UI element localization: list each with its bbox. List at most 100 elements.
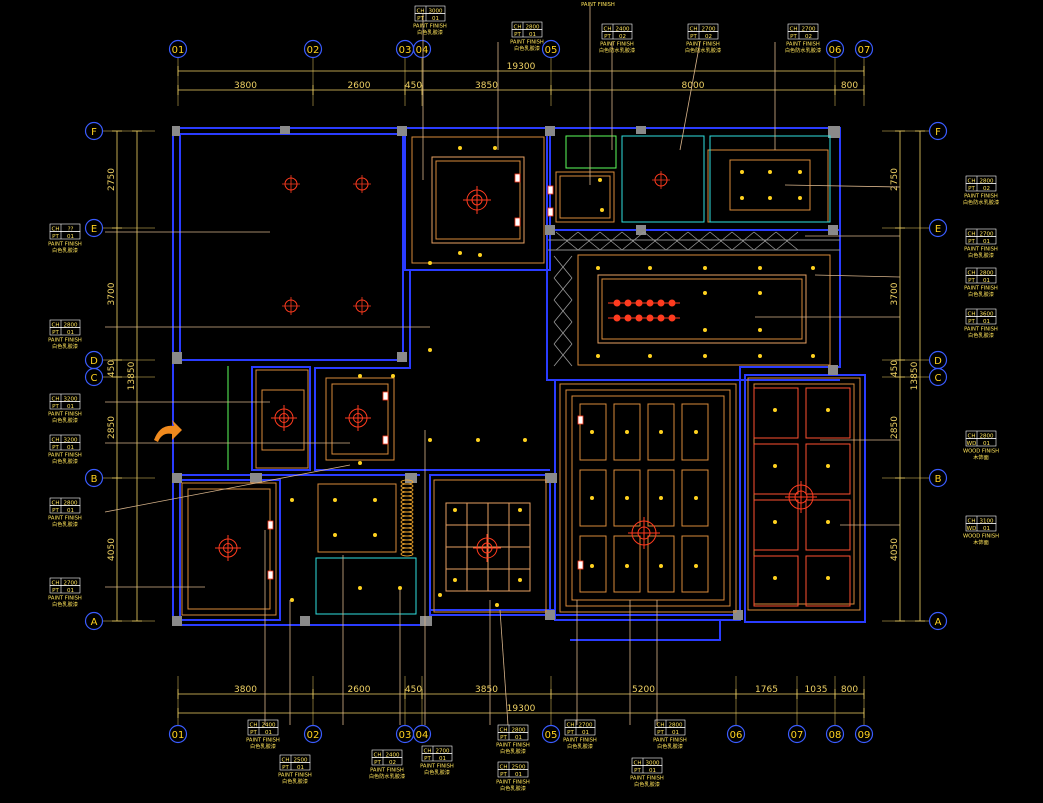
tag-top-2-ch: CH bbox=[604, 26, 612, 32]
tag-right-2-pt: PT bbox=[968, 278, 975, 284]
downlight-icon bbox=[373, 533, 377, 537]
grid-right-D-label: D bbox=[934, 356, 942, 367]
grid-bottom-02-label: 02 bbox=[307, 730, 320, 741]
downlight-icon bbox=[523, 438, 527, 442]
tag-left-3-pt: PT bbox=[52, 445, 59, 451]
tag-bottom-5-note-cn: 白色乳胶漆 bbox=[500, 784, 526, 792]
tag-bottom-3-ch: CH bbox=[424, 748, 432, 754]
downlight-icon bbox=[773, 408, 777, 412]
tag-top-0-pt: PT bbox=[417, 16, 424, 22]
tag-left-5-pt: PT bbox=[52, 588, 59, 594]
downlight-icon bbox=[625, 564, 629, 568]
dim-top-label: 2600 bbox=[348, 81, 371, 91]
hatch-stroke bbox=[553, 255, 573, 279]
tag-bottom-2-note-cn: 白色防水乳胶漆 bbox=[369, 772, 405, 780]
downlight-icon bbox=[358, 374, 362, 378]
downlight-icon bbox=[518, 578, 522, 582]
dim-top-total-label: 19300 bbox=[507, 62, 536, 72]
downlight-icon bbox=[333, 533, 337, 537]
tag-right-4-ch: CH bbox=[968, 433, 976, 439]
tag-left-5-note-cn: 白色乳胶漆 bbox=[52, 600, 78, 608]
tag-bottom-7-note: PAINT FINISH bbox=[653, 738, 687, 744]
dim-left-total-label: 13850 bbox=[127, 361, 137, 390]
tag-left-4-pt-value: 01 bbox=[67, 508, 74, 514]
tag-right-2-note: PAINT FINISH bbox=[964, 286, 998, 292]
tag-top-1-note: PAINT FINISH bbox=[510, 40, 544, 46]
tag-left-1-pt: PT bbox=[52, 330, 59, 336]
tag-bottom-4-pt: PT bbox=[500, 735, 507, 741]
tag-left-4-pt: PT bbox=[52, 508, 59, 514]
grid-right-F-label: F bbox=[935, 127, 941, 138]
dim-bottom-label: 1765 bbox=[755, 685, 778, 695]
downlight-icon bbox=[590, 430, 594, 434]
tag-right-2-box bbox=[965, 275, 997, 284]
dim-right-label: 2750 bbox=[890, 168, 900, 191]
tag-bottom-1-ch-value: 2500 bbox=[294, 757, 308, 763]
grid-bottom-06-label: 06 bbox=[730, 730, 743, 741]
downlight-icon bbox=[625, 496, 629, 500]
dim-right-label: 450 bbox=[890, 360, 900, 377]
tag-top-2-pt-value: 02 bbox=[619, 34, 626, 40]
tag-left-5-pt-value: 01 bbox=[67, 588, 74, 594]
light-fixtures bbox=[215, 146, 830, 607]
tag-top-0-box bbox=[414, 13, 446, 22]
grid-bottom-07 bbox=[787, 724, 807, 744]
tag-bottom-7-note-cn: 白色乳胶漆 bbox=[657, 742, 683, 750]
tag-right-3-ch-value: 3600 bbox=[980, 311, 994, 317]
grid-top-05 bbox=[541, 39, 561, 59]
tag-right-1-note: PAINT FINISH bbox=[964, 247, 998, 253]
downlight-icon bbox=[758, 266, 762, 270]
dim-left-label: 3700 bbox=[107, 282, 117, 305]
tag-bottom-0-box bbox=[247, 727, 279, 736]
hatch-stroke bbox=[555, 231, 579, 251]
tag-bottom-0-ch-value: 2400 bbox=[262, 722, 276, 728]
dim-bottom-label: 3800 bbox=[234, 685, 257, 695]
tag-bottom-2-note: PAINT FINISH bbox=[370, 768, 404, 774]
grid-top-01-label: 01 bbox=[172, 45, 185, 56]
hatch-band bbox=[553, 231, 799, 367]
tag-right-3-ch: CH bbox=[968, 311, 976, 317]
tag-right-1-pt-value: 01 bbox=[983, 239, 990, 245]
tag-right-0-note: PAINT FINISH bbox=[964, 194, 998, 200]
tag-bottom-3-box bbox=[421, 753, 453, 762]
tag-left-5-note: PAINT FINISH bbox=[48, 596, 82, 602]
tag-right-3-pt-value: 01 bbox=[983, 319, 990, 325]
tag-bottom-0-note: PAINT FINISH bbox=[246, 738, 280, 744]
tag-right-0-pt: PT bbox=[968, 186, 975, 192]
tag-bottom-5-ch: CH bbox=[500, 764, 508, 770]
hatch-stroke bbox=[665, 231, 689, 251]
grid-right-B-label: B bbox=[935, 474, 942, 485]
grid-left-A-label: A bbox=[91, 617, 98, 628]
wall-light-icon bbox=[547, 185, 554, 195]
wall-light-icon bbox=[382, 435, 389, 445]
grid-left-B-label: B bbox=[91, 474, 98, 485]
tag-bottom-4-note-cn: 白色乳胶漆 bbox=[500, 747, 526, 755]
tag-bottom-6-pt: PT bbox=[567, 730, 574, 736]
hatch-stroke bbox=[553, 321, 573, 345]
tag-top-3-pt: PT bbox=[690, 34, 697, 40]
dim-top-label: 3800 bbox=[234, 81, 257, 91]
downlight-icon bbox=[590, 496, 594, 500]
tag-bottom-5-ch-value: 2500 bbox=[512, 764, 526, 770]
hatch-stroke bbox=[599, 231, 623, 251]
tag-right-1-box bbox=[965, 236, 997, 245]
downlight-icon bbox=[428, 261, 432, 265]
tag-top-4-note: PAINT FINISH bbox=[786, 42, 820, 48]
downlight-icon bbox=[740, 196, 744, 200]
hatch-stroke bbox=[731, 231, 755, 251]
grid-top-02-label: 02 bbox=[307, 45, 320, 56]
downlight-icon bbox=[703, 328, 707, 332]
tag-top-3-box bbox=[687, 31, 719, 40]
tag-bottom-0-pt-value: 01 bbox=[265, 730, 272, 736]
grid-bottom-04-label: 04 bbox=[416, 730, 429, 741]
tag-bottom-6-note-cn: 白色乳胶漆 bbox=[567, 742, 593, 750]
